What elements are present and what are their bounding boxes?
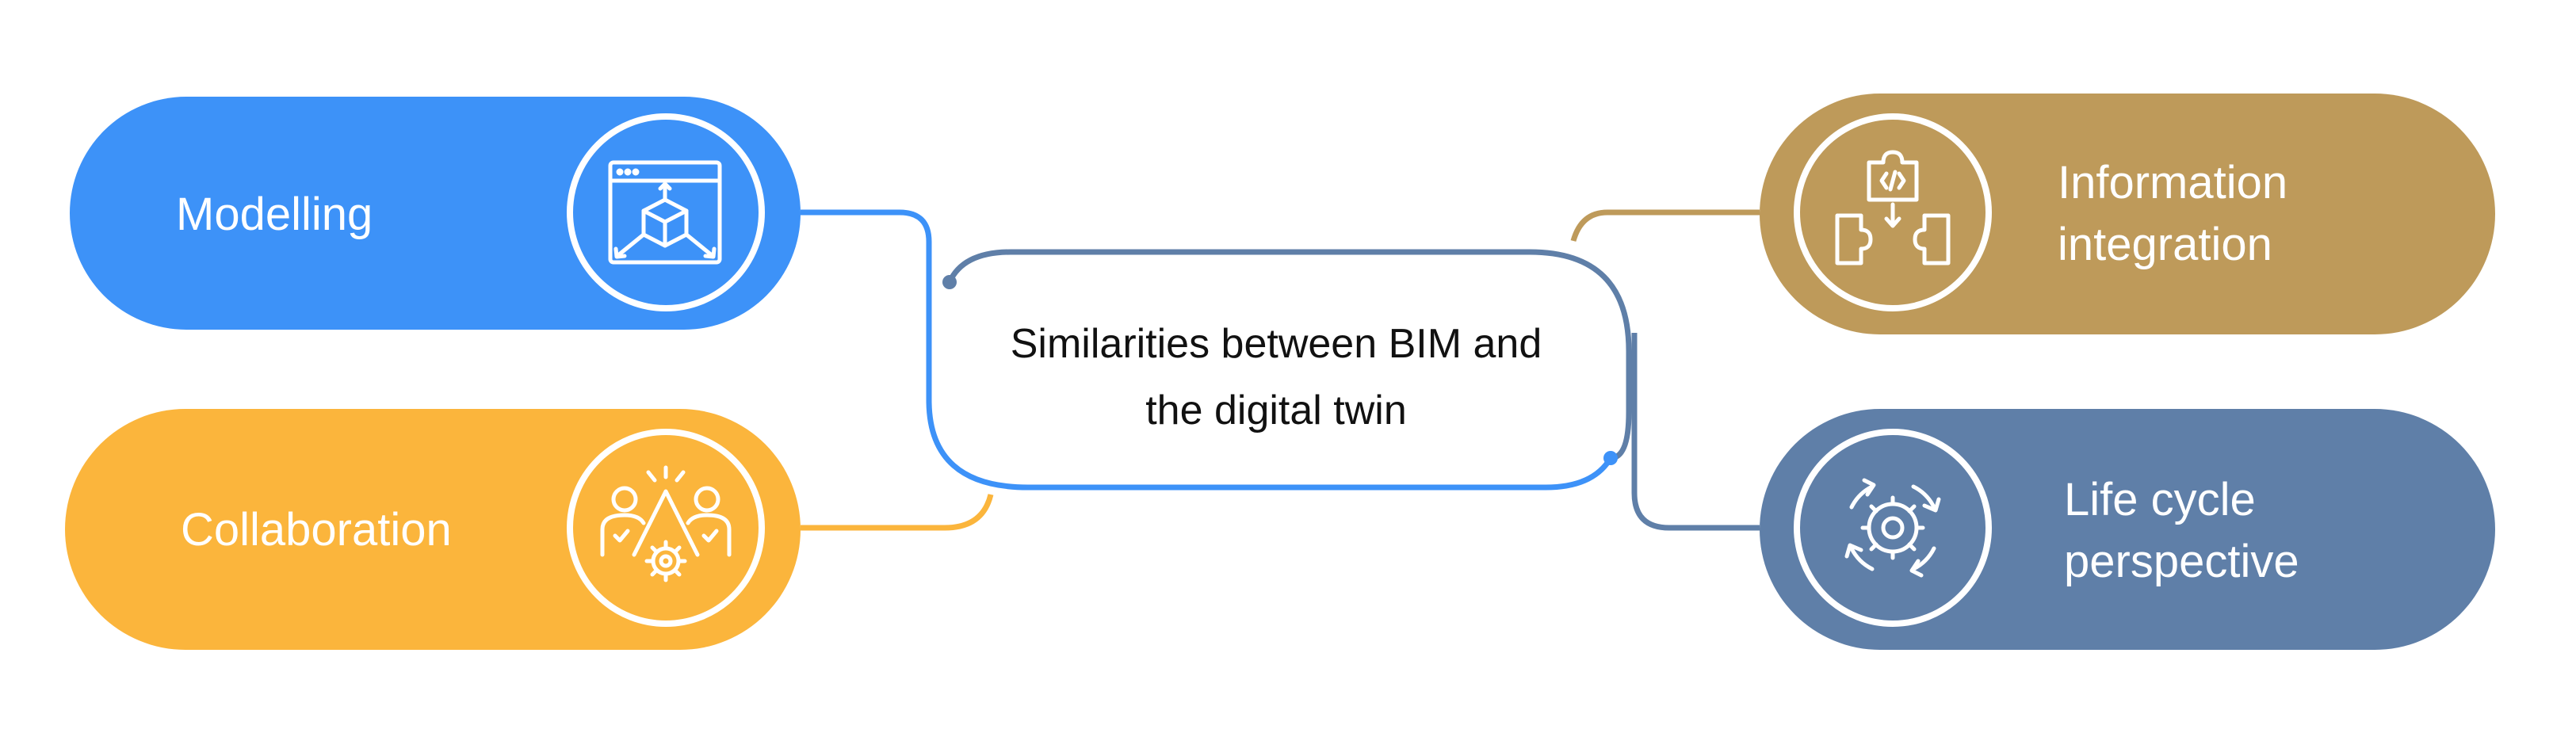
pill-modelling bbox=[70, 97, 801, 330]
pill-collaboration bbox=[65, 409, 801, 650]
center-title: Similarities between BIM and the digital… bbox=[935, 311, 1617, 444]
connector-information bbox=[1570, 209, 1760, 242]
center-box-dot-bottom bbox=[1603, 451, 1618, 465]
cycle-gear-icon bbox=[1844, 478, 1941, 578]
puzzle-integration-icon bbox=[1835, 150, 1951, 265]
icon-ring-information bbox=[1794, 113, 1992, 311]
center-box-border bbox=[946, 249, 1632, 461]
pill-life-cycle-perspective bbox=[1760, 409, 2495, 650]
icon-ring-lifecycle bbox=[1794, 429, 1992, 627]
modelling-label: Modelling bbox=[176, 189, 373, 240]
connector-collaboration bbox=[801, 494, 994, 531]
connector-modelling bbox=[801, 209, 932, 400]
information-integration-line-2: integration bbox=[2058, 219, 2272, 270]
icon-ring-collaboration bbox=[567, 429, 765, 627]
3d-cube-icon bbox=[608, 160, 722, 265]
collaboration-label: Collaboration bbox=[181, 504, 452, 556]
information-integration-line-1: Information bbox=[2058, 157, 2288, 208]
center-box-dot-top bbox=[942, 275, 957, 289]
center-title-line-1: Similarities between BIM and bbox=[1010, 321, 1542, 367]
life-cycle-perspective-line-2: perspective bbox=[2064, 536, 2299, 587]
center-title-line-2: the digital twin bbox=[1145, 388, 1407, 433]
teamwork-gear-icon bbox=[600, 465, 732, 582]
icon-ring-modelling bbox=[567, 113, 765, 311]
life-cycle-perspective-label: Life cycle perspective bbox=[2064, 469, 2299, 593]
connector-lifecycle bbox=[1631, 333, 1760, 531]
information-integration-label: Information integration bbox=[2058, 152, 2287, 276]
center-box-border-accent bbox=[926, 399, 1614, 491]
life-cycle-perspective-line-1: Life cycle bbox=[2064, 474, 2256, 525]
pill-information-integration bbox=[1760, 94, 2495, 334]
